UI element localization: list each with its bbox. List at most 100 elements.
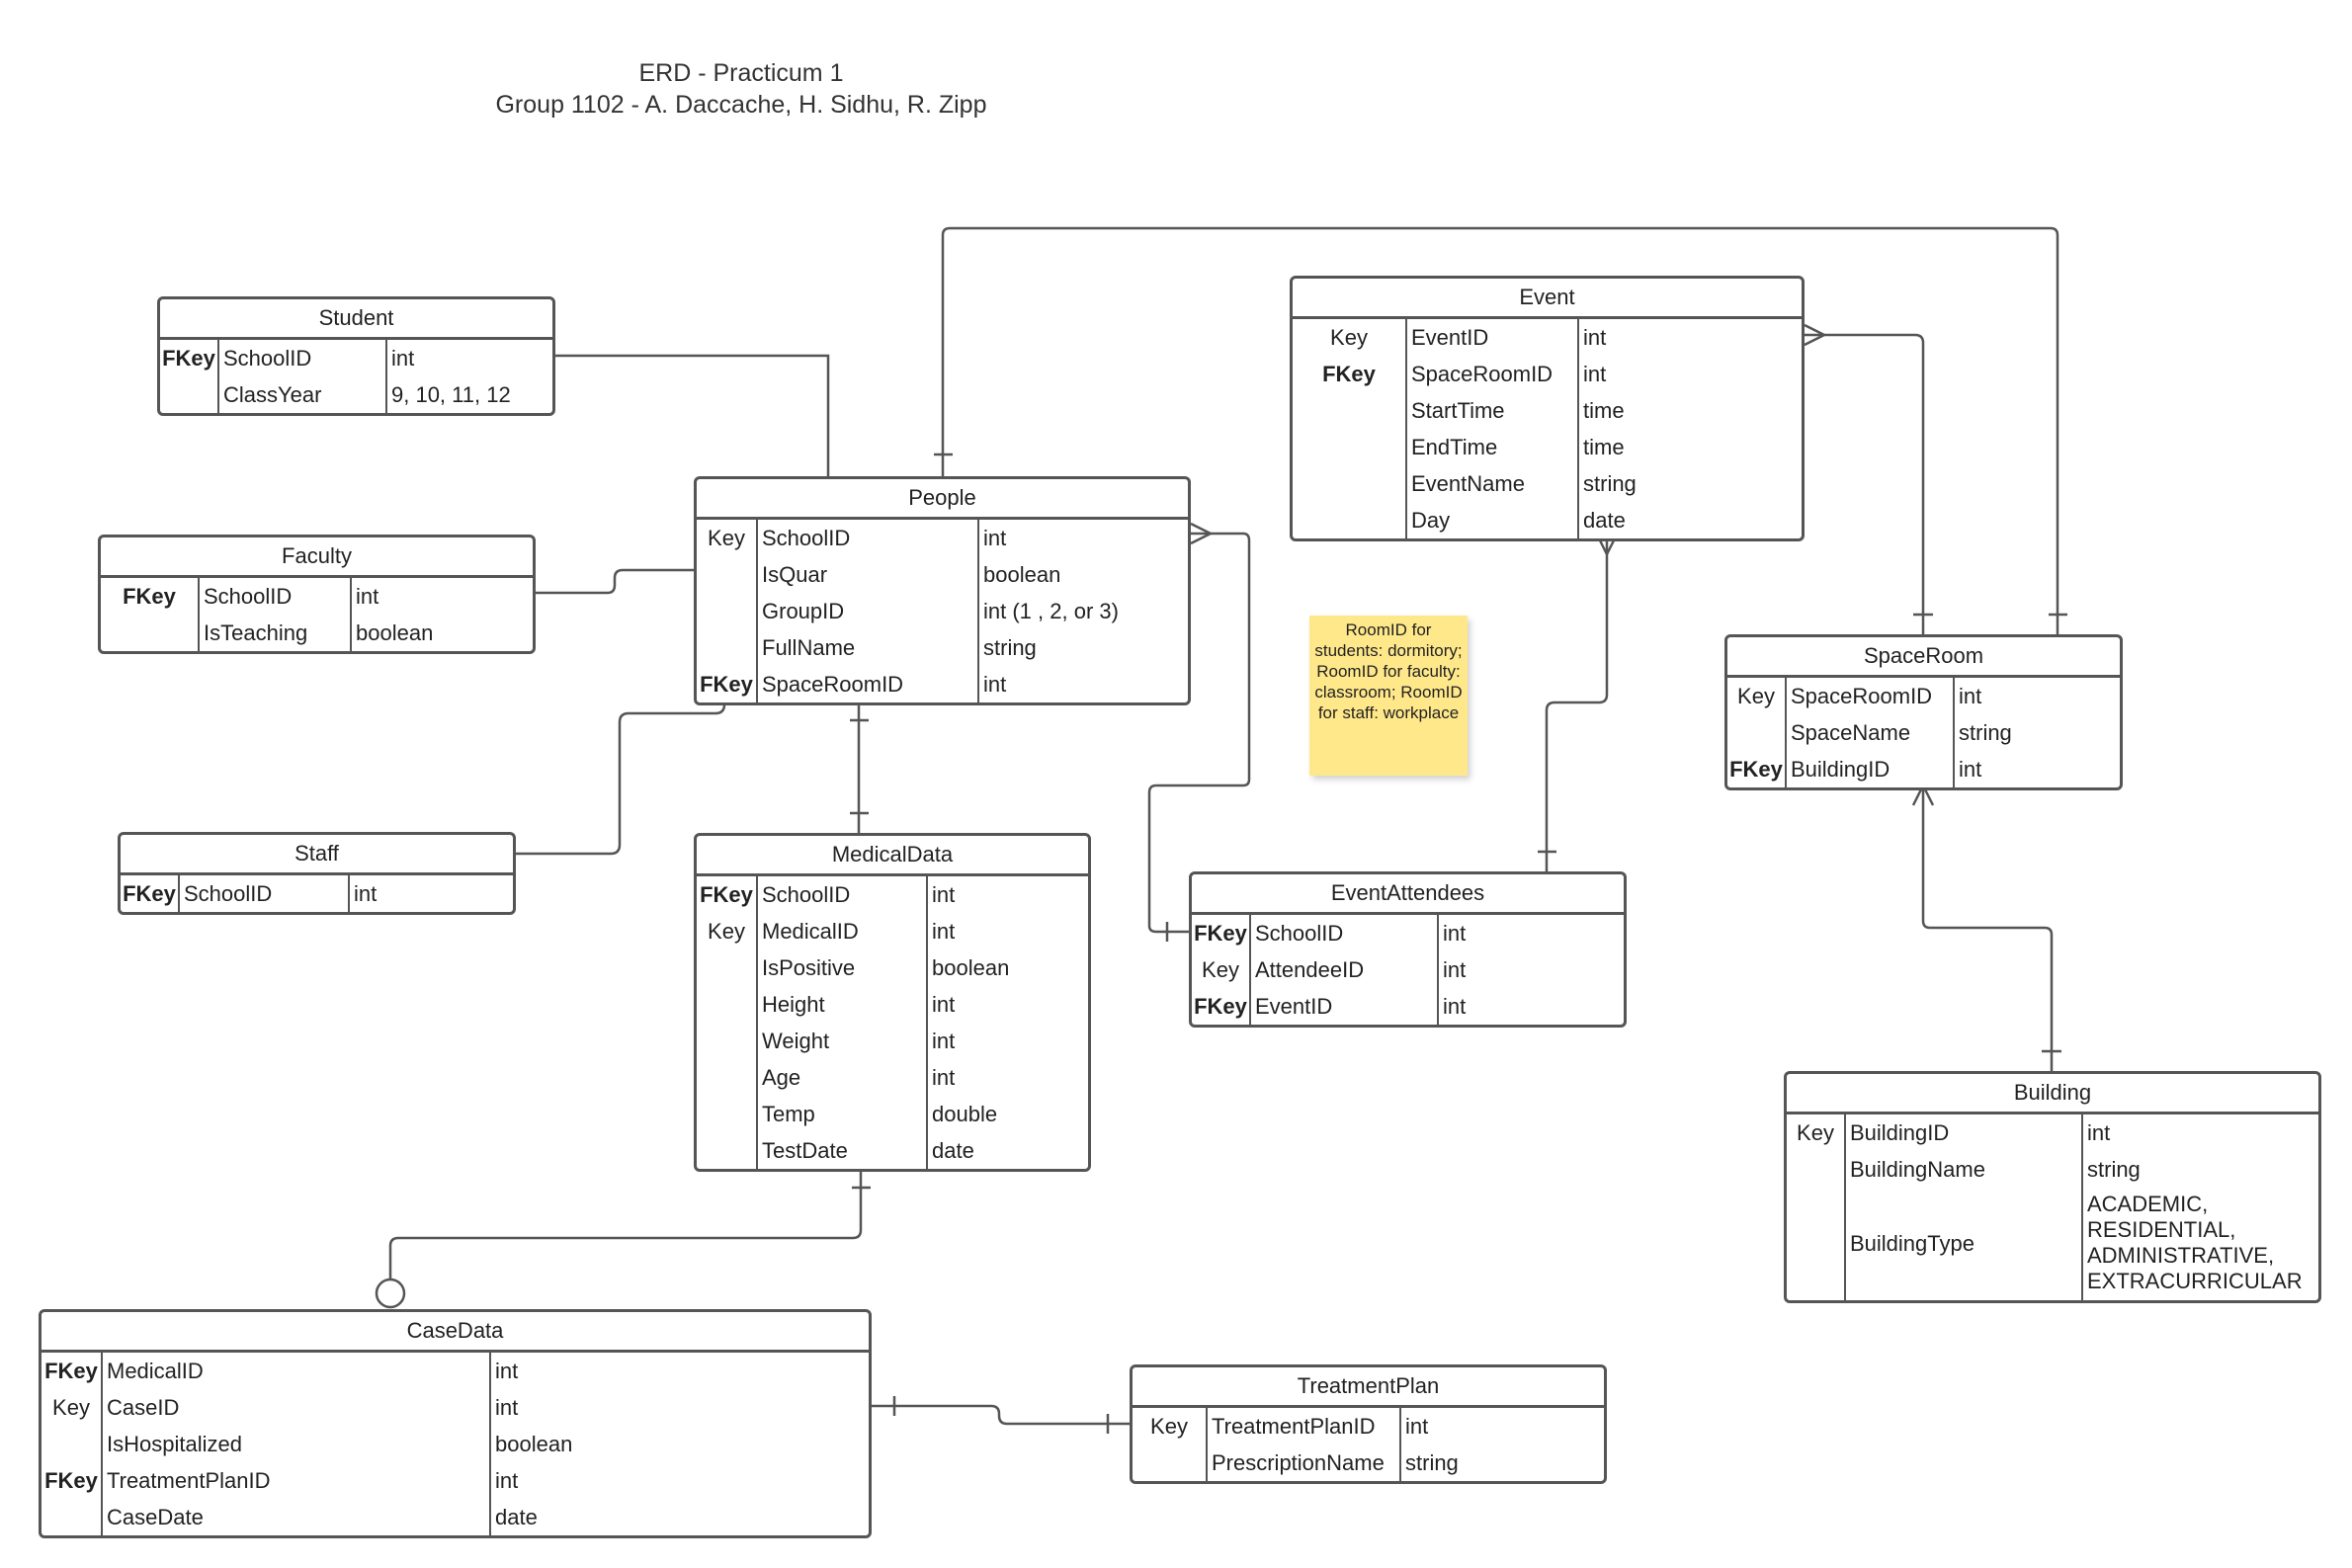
field-type-cell: int [932,1029,956,1053]
entity-student-title: Student [160,299,552,340]
key-cell [1727,714,1787,751]
key-cell: Key [1192,951,1251,988]
key-cell [697,1096,758,1132]
field-name-cell: BuildingName [1846,1151,2083,1188]
field-type-cell: int [1443,994,1467,1019]
field-type-cell: date [932,1138,974,1163]
field-name-cell: SchoolID [200,578,352,615]
key-cell [697,1023,758,1059]
field-name-cell: IsTeaching [200,615,352,651]
key-cell [101,615,200,651]
field-name-cell: Day [1407,502,1579,538]
sticky-note[interactable]: RoomID for students: dormitory; RoomID f… [1309,616,1468,776]
field-name-cell: TestDate [758,1132,928,1169]
key-cell: FKey [42,1462,103,1499]
field-name-cell: BuildingID [1787,751,1955,787]
field-type-cell: 9, 10, 11, 12 [391,382,511,407]
entity-event-title: Event [1293,279,1802,319]
field-name-cell: Age [758,1059,928,1096]
key-cell [1293,392,1407,429]
field-name-cell: EndTime [1407,429,1579,465]
key-cell [697,949,758,986]
field-type-cell: boolean [356,620,434,645]
field-type-cell: string [983,635,1037,660]
key-cell: Key [1787,1114,1846,1151]
field-type-cell: int [1405,1414,1429,1439]
people-spaceroom-line [941,226,2059,634]
field-type-cell: int [1959,684,1982,708]
field-name-cell: SchoolID [1251,915,1439,951]
field-type-cell: int [1959,757,1982,782]
field-type-cell: string [2087,1157,2141,1182]
field-type-cell: ACADEMIC, RESIDENTIAL, ADMINISTRATIVE, E… [2087,1192,2303,1293]
field-type-cell: int [1443,957,1467,982]
key-cell: Key [1293,319,1407,356]
field-type-cell: int [354,881,378,906]
field-name-cell: SpaceRoomID [1407,356,1579,392]
key-cell: FKey [1192,988,1251,1025]
field-type-cell: int [391,346,415,371]
key-cell [697,1132,758,1169]
field-name-cell: SpaceName [1787,714,1955,751]
key-cell [697,629,758,666]
spaceroom-building-line [1921,785,2054,1071]
field-name-cell: GroupID [758,593,979,629]
entity-faculty-title: Faculty [101,537,533,578]
field-name-cell: FullName [758,629,979,666]
field-type-cell: int [1583,362,1607,386]
field-type-cell: int [983,526,1007,550]
field-name-cell: MedicalID [103,1353,491,1389]
field-type-cell: boolean [495,1432,573,1456]
event-spaceroom-line [1805,333,1925,634]
field-name-cell: TreatmentPlanID [1208,1408,1401,1444]
entity-medicaldata-title: MedicalData [697,836,1088,876]
key-cell [160,376,219,413]
entity-people-title: People [697,479,1188,520]
casedata-treatmentplan-line [872,1404,1130,1426]
field-name-cell: IsPositive [758,949,928,986]
field-type-cell: boolean [983,562,1061,587]
key-cell: Key [1727,678,1787,714]
field-name-cell: IsHospitalized [103,1426,491,1462]
field-name-cell: BuildingID [1846,1114,2083,1151]
key-cell [1293,465,1407,502]
field-name-cell: SchoolID [758,876,928,913]
